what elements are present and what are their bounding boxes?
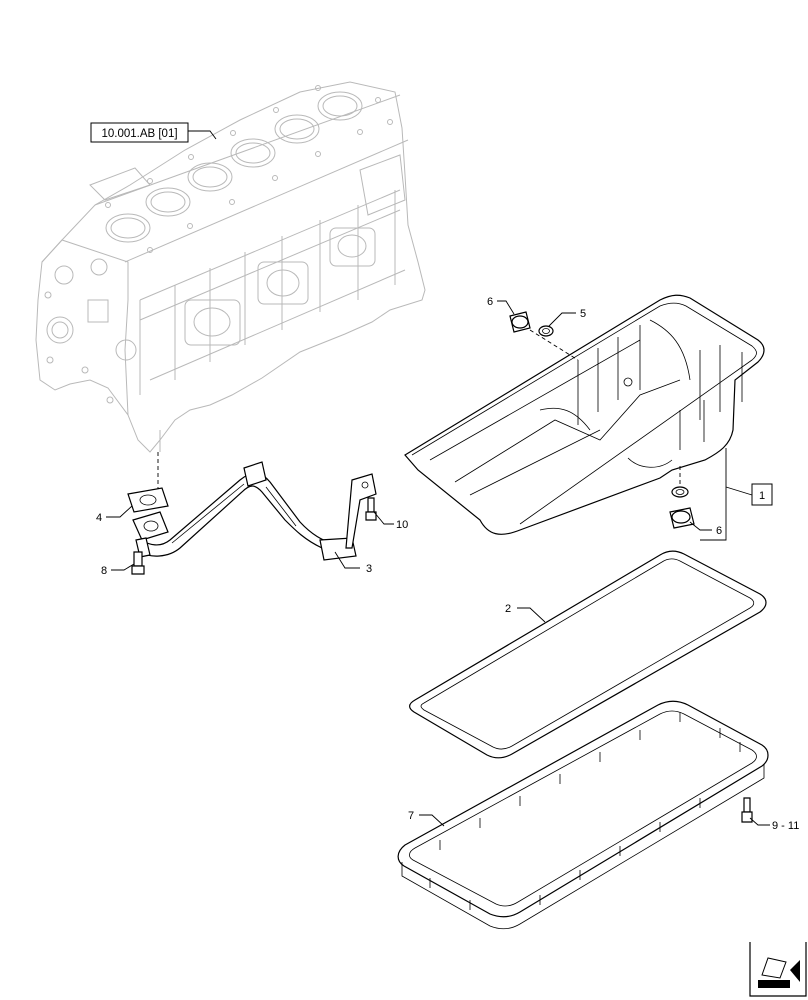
sump-plug-top <box>509 311 531 333</box>
oil-suction-pipe <box>132 461 377 561</box>
pickup-gasket <box>127 487 169 513</box>
callout-7[interactable]: 7 <box>408 810 414 822</box>
reference-label[interactable]: 10.001.AB [01] <box>101 128 177 140</box>
bracket-bolt <box>365 497 377 521</box>
group-bracket <box>700 448 753 541</box>
leader-4 <box>106 505 133 518</box>
sump-washer-bottom <box>671 486 689 498</box>
engine-block <box>35 81 426 453</box>
callout-2[interactable]: 2 <box>505 603 511 615</box>
leader-8 <box>111 563 135 571</box>
group-label: 1 <box>759 490 765 502</box>
callout-10[interactable]: 10 <box>396 519 408 531</box>
leader-3 <box>334 551 360 569</box>
callout-6-top[interactable]: 6 <box>487 296 493 308</box>
callout-8[interactable]: 8 <box>101 565 107 577</box>
group-callout-box[interactable]: 1 <box>751 483 773 506</box>
sump-plug-bottom <box>669 507 695 529</box>
assembly-line-plug-top <box>529 329 579 361</box>
pickup-bolt <box>131 551 145 575</box>
next-page-arrow-icon[interactable] <box>749 942 807 997</box>
reference-leader <box>188 130 217 140</box>
spacer-bolt <box>741 797 753 823</box>
callout-4[interactable]: 4 <box>96 512 102 524</box>
leader-7 <box>419 814 445 827</box>
leader-2 <box>517 607 546 623</box>
callout-9-11[interactable]: 9 - 11 <box>772 820 799 832</box>
leader-9-11 <box>749 817 770 826</box>
callout-5[interactable]: 5 <box>580 308 586 320</box>
leader-10 <box>373 511 394 525</box>
sump-washer-top <box>538 325 554 337</box>
oil-sump <box>404 294 765 535</box>
sump-gasket <box>409 550 767 759</box>
leader-6-bottom <box>689 521 712 531</box>
callout-6-bottom[interactable]: 6 <box>716 525 722 537</box>
leader-6-top <box>497 300 515 315</box>
callout-3[interactable]: 3 <box>366 563 372 575</box>
reference-link[interactable]: 10.001.AB [01] <box>90 122 189 143</box>
leader-5 <box>548 312 576 327</box>
sump-spacer-frame <box>397 700 769 930</box>
